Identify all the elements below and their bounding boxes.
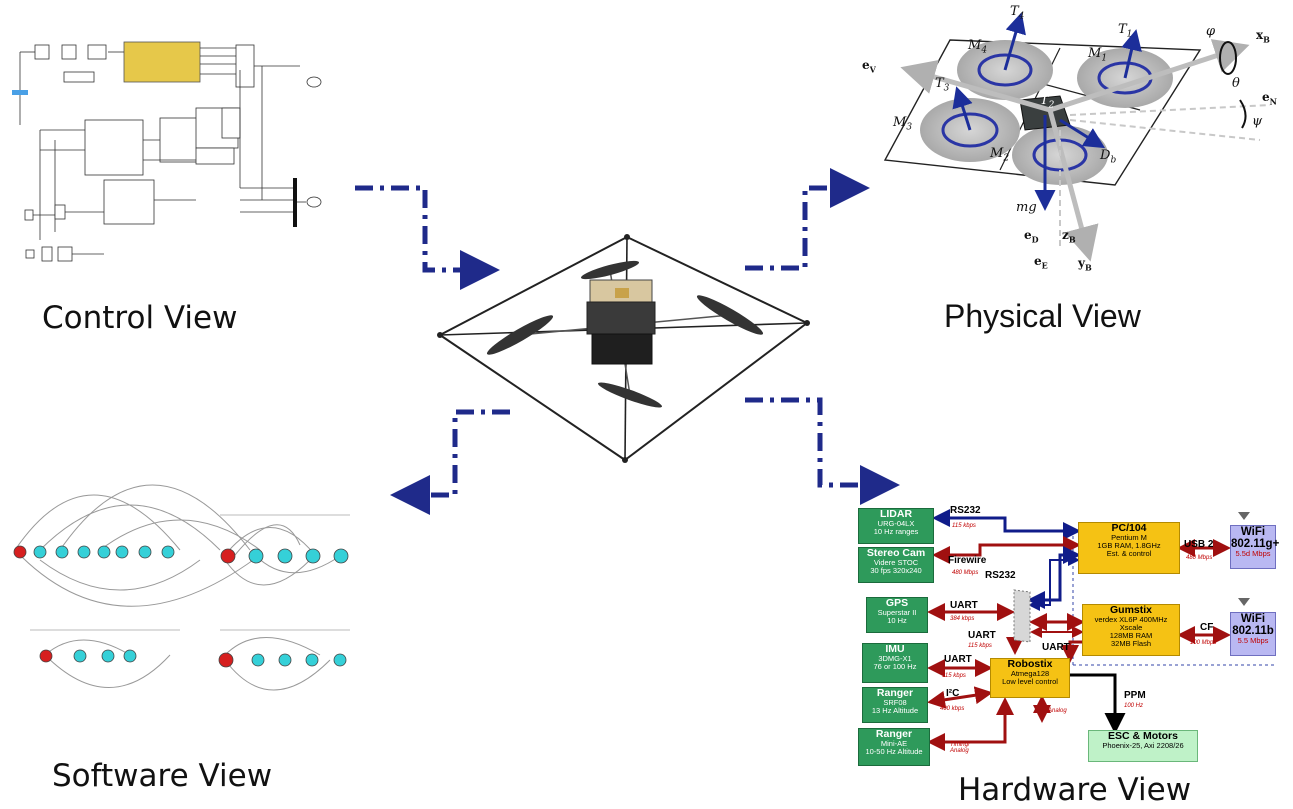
physical-diagram	[883, 12, 1271, 262]
software-state-nodes	[13, 545, 349, 668]
phi-label: φ	[1206, 24, 1216, 39]
ev-axis-label: eV	[862, 58, 876, 75]
thrust-t1-label: T1	[1118, 22, 1133, 40]
ee-axis-label: eE	[1034, 254, 1048, 271]
motor-m3-label: M3	[893, 115, 913, 133]
i2c-label: I²C	[946, 688, 960, 699]
thrust-t2-label: T2	[1040, 93, 1055, 111]
uart-right-label: UART	[1042, 642, 1070, 653]
usb2-rate: 480 Mbps	[1186, 555, 1213, 561]
yb-axis-label: yB	[1078, 256, 1092, 273]
thrust-t3-label: T3	[935, 76, 950, 94]
rs232-top-label: RS232	[950, 505, 981, 516]
software-view-label: Software View	[52, 758, 273, 794]
usb2-label: USB 2	[1184, 539, 1214, 550]
hardware-view-label: Hardware View	[958, 772, 1192, 808]
arrow-drone-to-physical	[745, 168, 870, 271]
ed-axis-label: eD	[1024, 228, 1039, 245]
psi-label: ψ	[1252, 114, 1263, 129]
thrust-t4-label: T4	[1010, 4, 1025, 22]
uart-imu-label: UART	[944, 654, 972, 665]
firewire-rate: 480 Mbps	[952, 570, 979, 576]
rs232-mux	[1013, 589, 1031, 643]
firewire-label: Firewire	[948, 555, 987, 566]
en-axis-label: eN	[1262, 90, 1277, 107]
uart-mid-rate: 115 kbps	[968, 643, 992, 649]
arrow-drone-to-software	[390, 409, 510, 515]
rs232-top-rate: 115 kbps	[952, 523, 976, 529]
connector-arrows	[355, 168, 900, 515]
wifi1-antenna-icon	[1238, 512, 1250, 520]
timing-label: Timing/Analog	[950, 742, 970, 754]
software-state-machines	[14, 484, 350, 691]
analog-label: Analog	[1048, 708, 1067, 714]
control-block-diagram	[12, 41, 322, 262]
xb-axis-label: xB	[1256, 28, 1270, 45]
quadrotor-drone	[437, 234, 810, 463]
motor-m1-label: M1	[1088, 46, 1108, 64]
wifi2-antenna-icon	[1238, 598, 1250, 606]
uart-mid-label: UART	[968, 630, 996, 641]
i2c-rate: 400 kbps	[940, 706, 965, 712]
hardware-wiring	[927, 509, 1275, 751]
uart-imu-rate: 115 kbps	[942, 673, 966, 679]
rs232-mid-label: RS232	[985, 570, 1016, 581]
drag-db-label: Db	[1100, 148, 1117, 166]
uart-gps-rate: 384 kbps	[950, 616, 975, 622]
zb-axis-label: zB	[1062, 228, 1076, 245]
ppm-rate: 100 Hz	[1124, 703, 1144, 709]
cf-label: CF	[1200, 622, 1214, 633]
arrow-drone-to-hardware	[745, 397, 900, 505]
cf-rate: 100 Mbps	[1190, 640, 1217, 646]
physical-view-label: Physical View	[944, 298, 1141, 334]
control-view-label: Control View	[42, 300, 238, 336]
uart-gps-label: UART	[950, 600, 978, 611]
ppm-label: PPM	[1124, 690, 1146, 701]
motor-m4-label: M4	[968, 38, 988, 56]
motor-m2-label: M2	[990, 146, 1010, 164]
theta-label: θ	[1232, 76, 1240, 91]
gravity-mg-label: mg	[1016, 200, 1037, 215]
arrow-control-to-drone	[355, 185, 500, 290]
